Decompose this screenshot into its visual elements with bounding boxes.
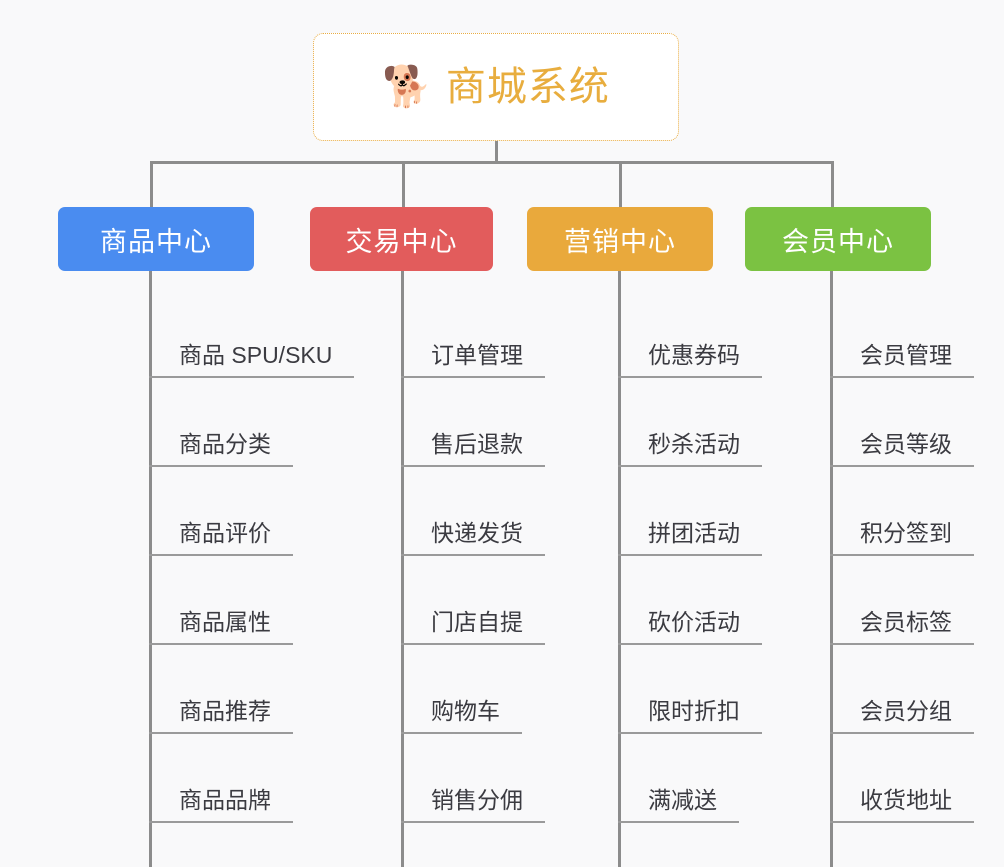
trunk-line-marketing-center: [618, 271, 621, 867]
connector-drop-marketing-center: [619, 161, 622, 207]
leaf-item-label: 售后退款: [401, 430, 545, 467]
leaf-item-label: 商品品牌: [149, 786, 293, 823]
leaf-item-label: 收货地址: [830, 786, 974, 823]
leaf-item-label: 满减送: [618, 786, 739, 823]
leaf-item-label: 积分签到: [830, 519, 974, 556]
leaf-item-label: 会员管理: [830, 341, 974, 378]
connector-drop-member-center: [831, 161, 834, 207]
leaf-item-label: 拼团活动: [618, 519, 762, 556]
leaf-item[interactable]: 商品属性: [58, 556, 293, 645]
shiba-dog-face-icon: 🐕: [382, 65, 432, 109]
leaf-item-label: 砍价活动: [618, 608, 762, 645]
leaf-item[interactable]: 砍价活动: [527, 556, 762, 645]
leaf-item-label: 商品分类: [149, 430, 293, 467]
column-product-center: 商品中心商品 SPU/SKU 商品分类商品评价商品属性商品推荐商品品牌: [58, 207, 355, 867]
leaf-item[interactable]: 商品 SPU/SKU: [58, 289, 355, 378]
leaf-list-product-center: 商品 SPU/SKU 商品分类商品评价商品属性商品推荐商品品牌: [58, 271, 355, 867]
leaf-item[interactable]: 会员分组: [745, 645, 974, 734]
leaf-item[interactable]: 购物车: [310, 645, 522, 734]
leaf-item[interactable]: 收货地址: [745, 734, 974, 823]
leaf-item[interactable]: 快递发货: [310, 467, 545, 556]
leaf-item[interactable]: 门店自提: [310, 556, 545, 645]
leaf-item-label: 秒杀活动: [618, 430, 762, 467]
root-node[interactable]: 🐕 商城系统: [313, 33, 679, 141]
leaf-item[interactable]: 会员管理: [745, 289, 974, 378]
leaf-item-label: 会员分组: [830, 697, 974, 734]
leaf-list-trade-center: 订单管理售后退款快递发货门店自提购物车销售分佣: [310, 271, 545, 867]
leaf-item[interactable]: 优惠券码: [527, 289, 762, 378]
mindmap-canvas: 🐕 商城系统 商品中心商品 SPU/SKU 商品分类商品评价商品属性商品推荐商品品…: [58, 33, 974, 867]
leaf-item[interactable]: 商品分类: [58, 378, 293, 467]
column-member-center: 会员中心会员管理会员等级积分签到会员标签会员分组收货地址: [745, 207, 974, 867]
column-trade-center: 交易中心订单管理售后退款快递发货门店自提购物车销售分佣: [310, 207, 545, 867]
leaf-item[interactable]: 限时折扣: [527, 645, 762, 734]
connector-root-stem: [495, 141, 498, 163]
category-header-member-center[interactable]: 会员中心: [745, 207, 931, 271]
leaf-item[interactable]: 满减送: [527, 734, 739, 823]
leaf-item[interactable]: 商品评价: [58, 467, 293, 556]
category-header-product-center[interactable]: 商品中心: [58, 207, 254, 271]
leaf-item-label: 订单管理: [401, 341, 545, 378]
leaf-item-label: 商品推荐: [149, 697, 293, 734]
trunk-line-product-center: [149, 271, 152, 867]
leaf-item-label: 优惠券码: [618, 341, 762, 378]
leaf-item[interactable]: 拼团活动: [527, 467, 762, 556]
category-header-marketing-center[interactable]: 营销中心: [527, 207, 713, 271]
leaf-item[interactable]: 商品推荐: [58, 645, 293, 734]
leaf-item-label: 快递发货: [401, 519, 545, 556]
leaf-item-label: 限时折扣: [618, 697, 762, 734]
leaf-item[interactable]: 售后退款: [310, 378, 545, 467]
leaf-item[interactable]: 会员标签: [745, 556, 974, 645]
leaf-item-label: 会员等级: [830, 430, 974, 467]
leaf-item[interactable]: 会员等级: [745, 378, 974, 467]
leaf-item-label: 销售分佣: [401, 786, 545, 823]
leaf-item[interactable]: 商品品牌: [58, 734, 293, 823]
leaf-item-label: 商品 SPU/SKU: [149, 341, 355, 378]
trunk-line-trade-center: [401, 271, 404, 867]
connector-drop-product-center: [150, 161, 153, 207]
connector-drop-trade-center: [402, 161, 405, 207]
leaf-item-label: 商品评价: [149, 519, 293, 556]
root-title: 商城系统: [445, 65, 610, 109]
leaf-item-label: 商品属性: [149, 608, 293, 645]
connector-horizontal-bus: [150, 161, 832, 164]
leaf-item-label: 门店自提: [401, 608, 545, 645]
leaf-item[interactable]: 订单管理: [310, 289, 545, 378]
trunk-line-member-center: [830, 271, 833, 867]
category-header-trade-center[interactable]: 交易中心: [310, 207, 493, 271]
leaf-list-marketing-center: 优惠券码秒杀活动拼团活动砍价活动限时折扣满减送: [527, 271, 762, 867]
leaf-item-label: 会员标签: [830, 608, 974, 645]
leaf-list-member-center: 会员管理会员等级积分签到会员标签会员分组收货地址: [745, 271, 974, 867]
leaf-item[interactable]: 积分签到: [745, 467, 974, 556]
leaf-item-label: 购物车: [401, 697, 522, 734]
leaf-item[interactable]: 销售分佣: [310, 734, 545, 823]
column-marketing-center: 营销中心优惠券码秒杀活动拼团活动砍价活动限时折扣满减送: [527, 207, 762, 867]
leaf-item[interactable]: 秒杀活动: [527, 378, 762, 467]
